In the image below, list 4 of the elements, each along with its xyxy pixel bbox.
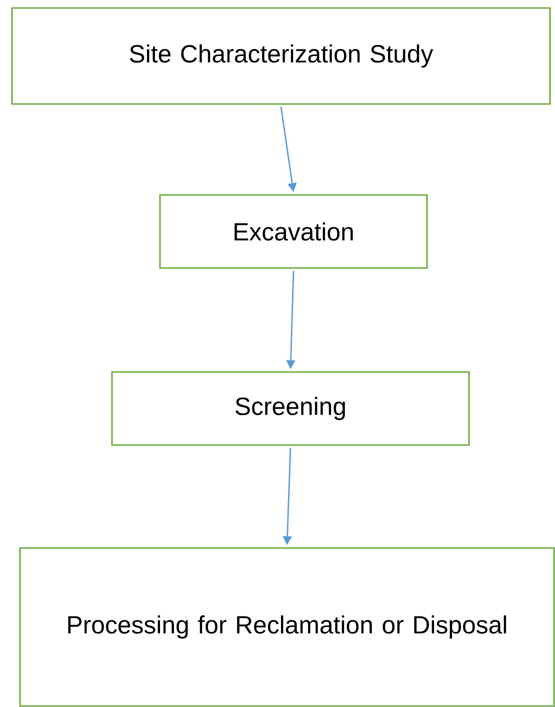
process-box: Excavation <box>159 194 428 269</box>
process-box: Processing for Reclamation or Disposal <box>19 547 555 707</box>
process-box: Screening <box>111 371 470 446</box>
process-box: Site Characterization Study <box>11 7 551 105</box>
